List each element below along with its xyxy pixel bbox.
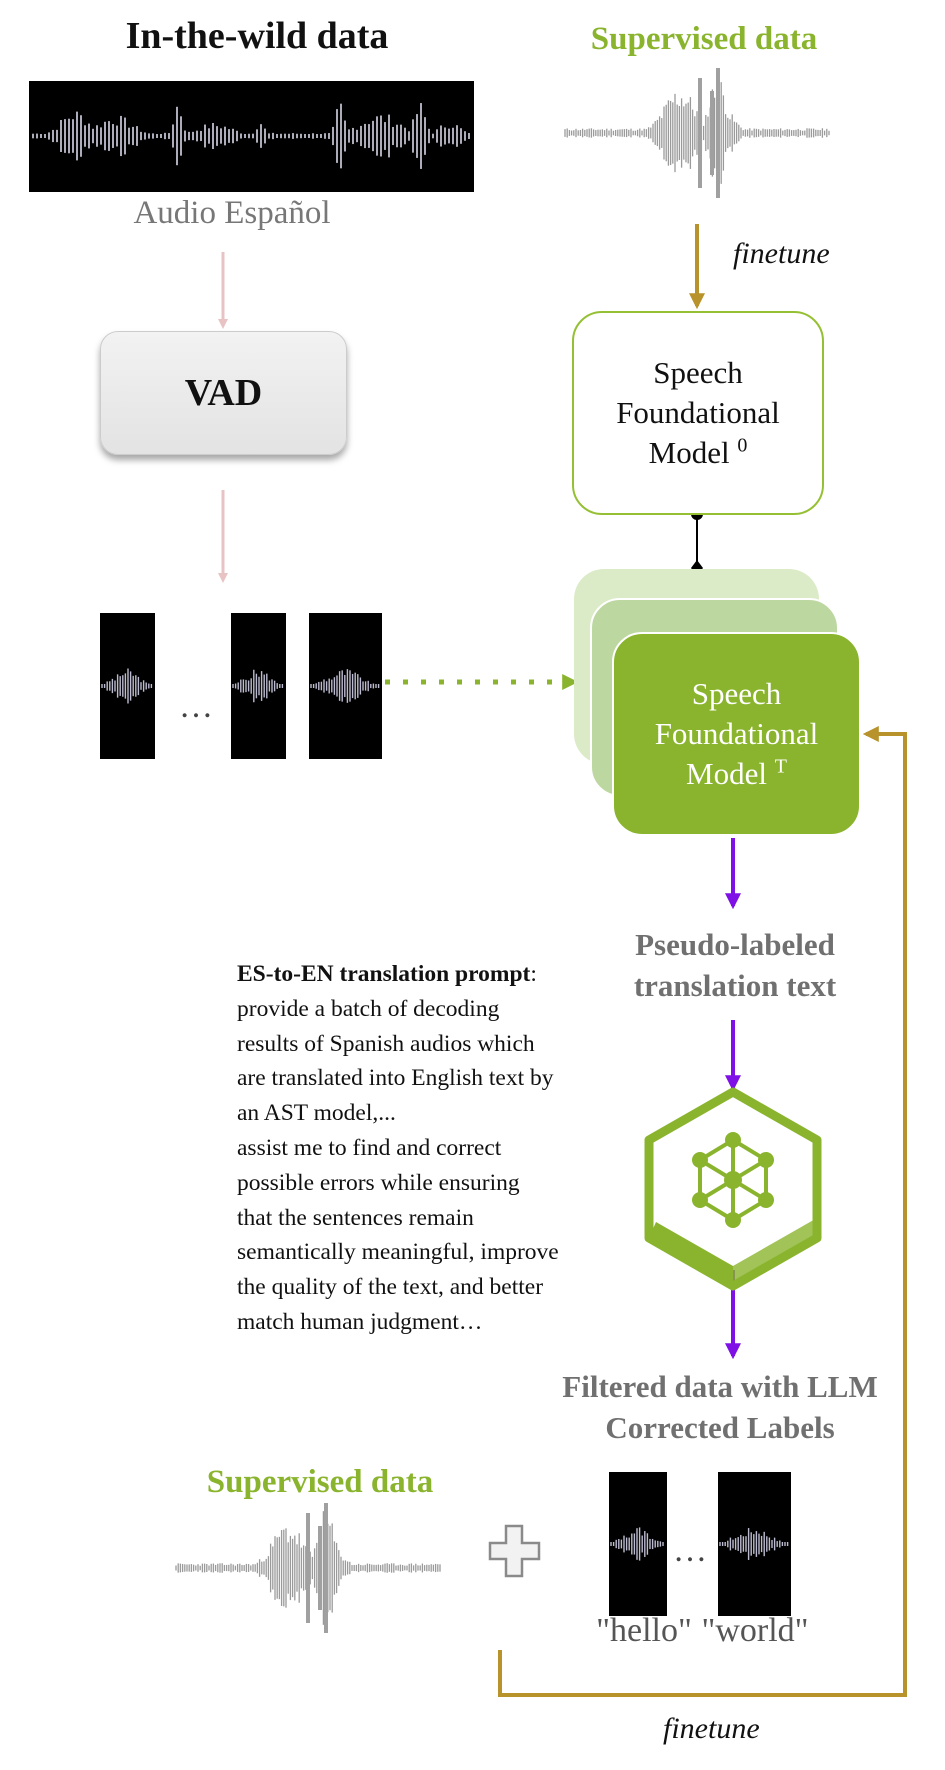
example-label-hello: "hello" — [596, 1612, 692, 1649]
filtered-segment — [609, 1472, 667, 1616]
audio-segment — [100, 613, 155, 759]
vad-segments — [100, 613, 382, 759]
llm-network-cube-icon — [644, 1087, 822, 1291]
pseudo-label-line1: Pseudo-labeled — [635, 927, 835, 962]
audio-segment — [231, 613, 286, 759]
filtered-segment — [718, 1472, 791, 1616]
model0-line2: Foundational — [616, 395, 780, 430]
modelT-line3: Model — [686, 756, 767, 791]
prompt-line: that the sentences remain — [237, 1204, 474, 1231]
translation-prompt: ES-to-EN translation prompt: provide a b… — [237, 957, 607, 1340]
supervised-title-bottom: Supervised data — [206, 1464, 434, 1500]
vad-box: VAD — [100, 331, 347, 455]
example-label-world: "world" — [701, 1612, 809, 1649]
audio-segment — [309, 613, 382, 759]
prompt-heading: ES-to-EN translation prompt — [237, 961, 531, 987]
filtered-segments — [609, 1472, 791, 1616]
speech-foundational-model-T: Speech Foundational Model T — [612, 632, 861, 836]
model0-superscript: 0 — [737, 434, 748, 457]
waveform-icon — [564, 68, 830, 198]
filtered-label-line1: Filtered data with LLM — [562, 1369, 878, 1404]
prompt-line: are translated into English text by — [237, 1065, 554, 1092]
prompt-line: provide a batch of decoding — [237, 995, 500, 1022]
waveform-icon — [32, 103, 470, 169]
filtered-label-text: Filtered data with LLM Corrected Labels — [562, 1366, 877, 1448]
prompt-line: match human judgment… — [237, 1308, 483, 1335]
in-the-wild-waveform-panel — [29, 81, 474, 192]
filtered-ellipsis: … — [673, 1532, 707, 1569]
pseudo-label-text: Pseudo-labeled translation text — [634, 924, 836, 1006]
model0-line3: Model — [648, 435, 730, 470]
supervised-title-top: Supervised data — [590, 21, 818, 57]
prompt-line: possible errors while ensuring — [237, 1169, 520, 1196]
modelT-line1: Speech — [691, 676, 782, 711]
arrow-finetune-loop — [498, 726, 907, 1697]
plus-icon — [488, 1524, 541, 1578]
pseudo-label-line2: translation text — [633, 968, 837, 1003]
prompt-line: an AST model,... — [237, 1100, 396, 1127]
filtered-label-line2: Corrected Labels — [605, 1410, 835, 1445]
prompt-line: results of Spanish audios which — [237, 1030, 535, 1057]
finetune-label-bottom: finetune — [663, 1712, 760, 1745]
finetune-label-top: finetune — [733, 237, 830, 270]
audio-caption: Audio Español — [133, 195, 331, 231]
waveform-icon — [175, 1503, 441, 1633]
vad-label: VAD — [184, 372, 263, 414]
prompt-line: assist me to find and correct — [237, 1134, 502, 1161]
modelT-line2: Foundational — [654, 716, 819, 751]
prompt-line: semantically meaningful, improve — [237, 1239, 559, 1266]
modelT-superscript: T — [774, 755, 787, 778]
segments-ellipsis: … — [179, 688, 213, 725]
model0-line1: Speech — [653, 355, 743, 390]
in-the-wild-title: In-the-wild data — [125, 15, 389, 57]
speech-foundational-model-0: Speech Foundational Model 0 — [572, 311, 824, 515]
prompt-line: the quality of the text, and better — [237, 1274, 544, 1301]
